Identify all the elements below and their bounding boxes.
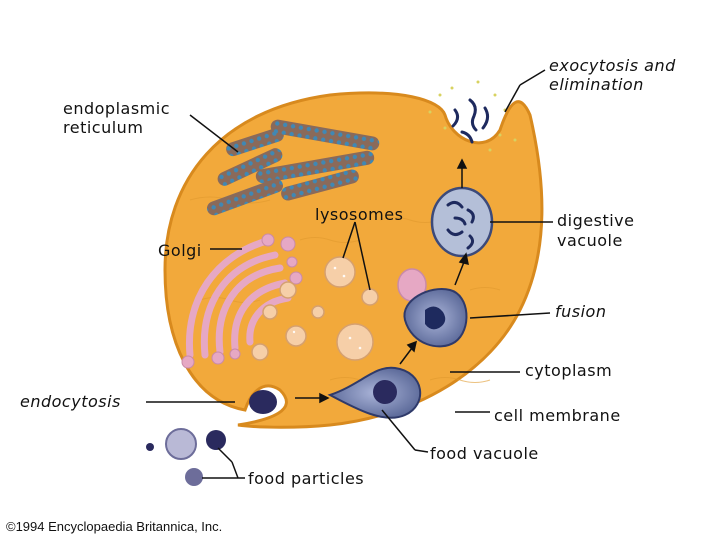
label-endoplasmic-reticulum-line1: endoplasmic <box>63 99 170 118</box>
label-cytoplasm: cytoplasm <box>525 361 612 380</box>
label-exocytosis-line2: elimination <box>549 75 644 94</box>
label-endocytosis: endocytosis <box>20 392 121 411</box>
label-exocytosis-line1: exocytosis and <box>549 56 676 75</box>
label-lysosomes: lysosomes <box>315 205 403 224</box>
copyright-notice: ©1994 Encyclopaedia Britannica, Inc. <box>6 519 222 534</box>
label-endoplasmic-reticulum-line2: reticulum <box>63 118 143 137</box>
label-golgi: Golgi <box>158 241 202 260</box>
label-food-vacuole: food vacuole <box>430 444 539 463</box>
label-fusion: fusion <box>555 302 606 321</box>
label-digestive-vacuole-line2: vacuole <box>557 231 623 250</box>
endocytosis-particle <box>249 390 277 414</box>
label-cell-membrane: cell membrane <box>494 406 621 425</box>
label-digestive-vacuole-line1: digestive <box>557 211 634 230</box>
label-food-particles: food particles <box>248 469 364 488</box>
digestive-vacuole <box>432 188 492 256</box>
